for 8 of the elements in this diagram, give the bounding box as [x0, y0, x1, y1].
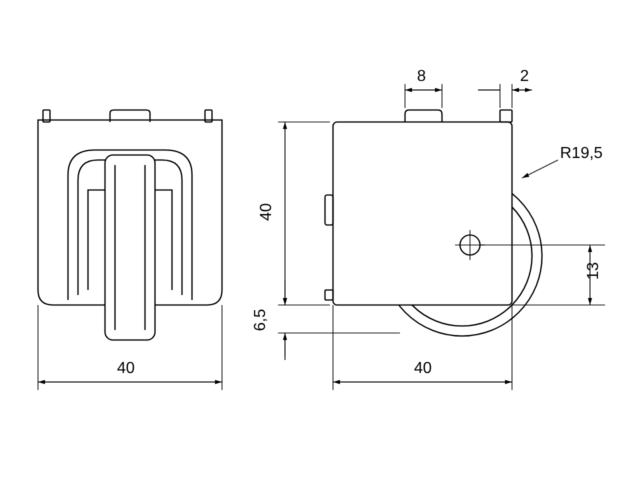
- dimension-label: 40: [258, 203, 276, 221]
- dimension-label: R19,5: [560, 145, 603, 163]
- dimension-label: 13: [584, 262, 603, 280]
- dimension-label: 40: [117, 360, 135, 378]
- dimension-label: 8: [417, 68, 426, 86]
- dimension-label: 2: [520, 68, 529, 86]
- dimension-label: 40: [414, 360, 432, 378]
- dimension-label: 6,5: [252, 308, 270, 332]
